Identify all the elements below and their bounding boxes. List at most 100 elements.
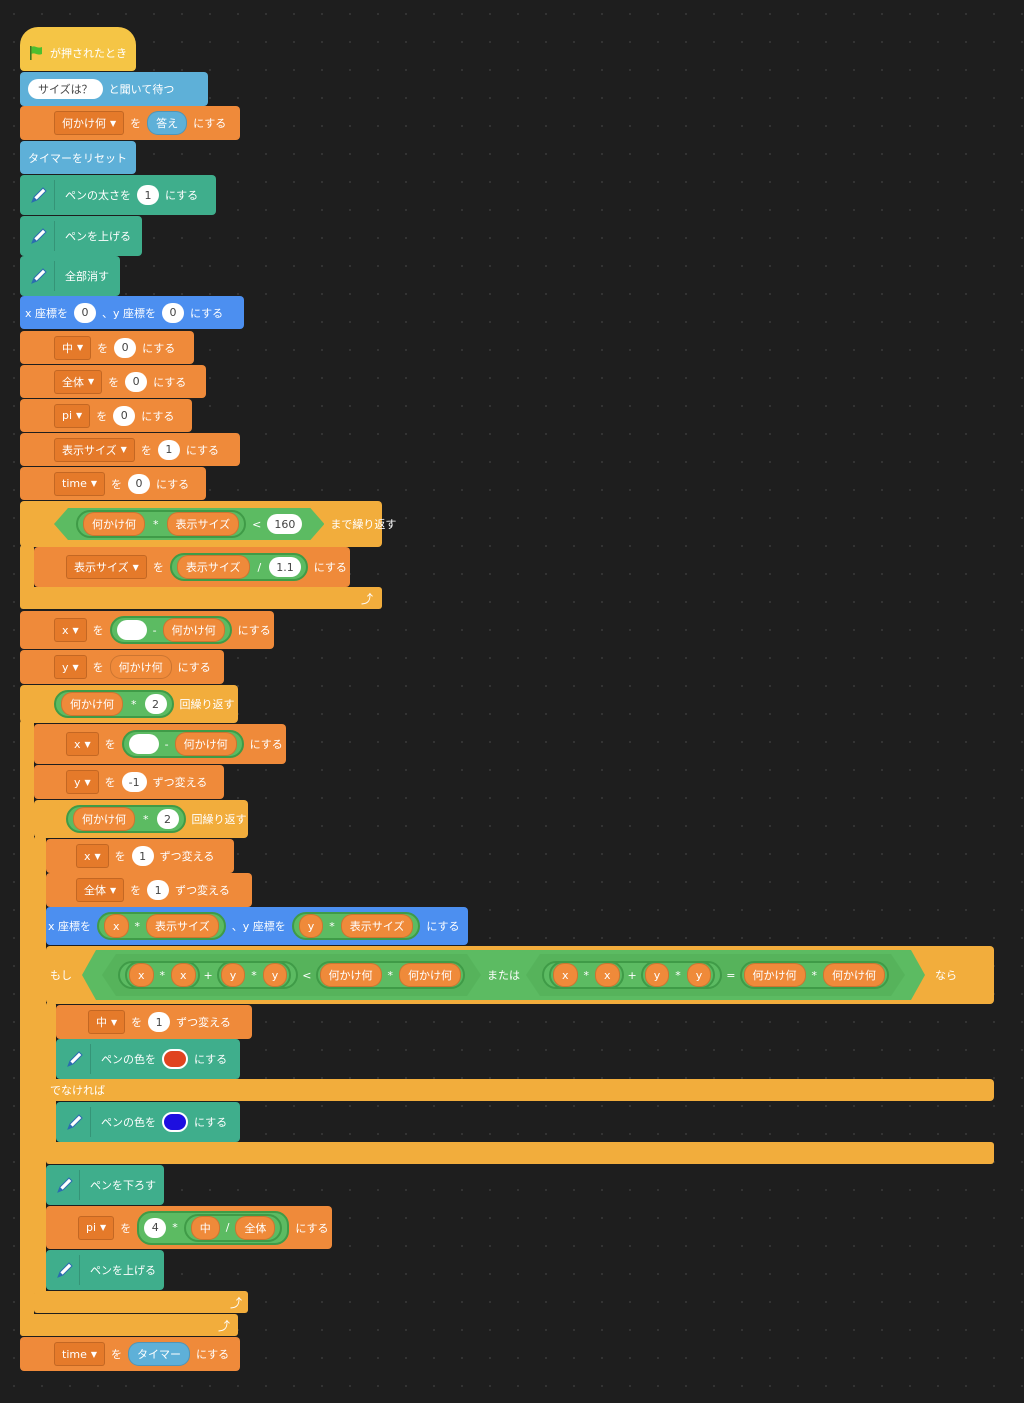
variable-dropdown[interactable]: 中▼ <box>88 1010 126 1034</box>
value-input[interactable]: 1 <box>147 880 170 900</box>
set-variable-block[interactable]: 表示サイズ▼ を 表示サイズ / 1.1 にする <box>34 547 350 587</box>
erase-all-block[interactable]: 全部消す <box>20 256 120 296</box>
set-pen-size-block[interactable]: ペンの太さを 1 にする <box>20 175 216 215</box>
value-input[interactable]: 2 <box>156 809 179 829</box>
variable-dropdown[interactable]: 表示サイズ▼ <box>66 555 147 579</box>
variable-reporter[interactable]: 何かけ何 <box>109 655 172 679</box>
set-pen-color-block[interactable]: ペンの色を にする <box>56 1102 240 1142</box>
variable-dropdown[interactable]: pi▼ <box>78 1215 115 1240</box>
if-else-block[interactable]: もし x * x + y * y < 何かけ何 * 何かけ何 <box>46 946 994 1004</box>
variable-dropdown[interactable]: 何かけ何▼ <box>54 111 125 135</box>
variable-dropdown[interactable]: 全体▼ <box>54 369 103 394</box>
value-input[interactable]: 1 <box>131 846 154 866</box>
equals-operator[interactable]: x * x + y * y = 何かけ何 * 何かけ何 <box>526 954 905 996</box>
variable-reporter[interactable]: 何かけ何 <box>320 963 382 987</box>
set-variable-block[interactable]: y▼ を 何かけ何 にする <box>20 650 224 684</box>
pen-size-input[interactable]: 1 <box>137 185 159 205</box>
multiply-operator[interactable]: x * x <box>125 961 200 989</box>
variable-reporter[interactable]: y <box>687 963 712 987</box>
color-swatch-red[interactable] <box>162 1049 188 1069</box>
color-swatch-blue[interactable] <box>162 1112 188 1132</box>
multiply-operator[interactable]: y * y <box>641 961 716 989</box>
repeat-block[interactable]: 何かけ何 * 2 回繰り返す <box>20 685 238 723</box>
set-variable-block[interactable]: 表示サイズ▼ を 1 にする <box>20 433 240 466</box>
multiply-operator[interactable]: 何かけ何 * 2 <box>54 690 174 718</box>
value-input[interactable]: 0 <box>114 337 137 358</box>
multiply-operator[interactable]: 何かけ何 * 表示サイズ <box>76 510 246 538</box>
multiply-operator[interactable]: x * x <box>549 961 624 989</box>
ask-and-wait-block[interactable]: サイズは？ と聞いて待つ <box>20 72 208 106</box>
timer-reporter[interactable]: タイマー <box>128 1342 191 1366</box>
variable-reporter[interactable]: 何かけ何 <box>73 807 135 831</box>
change-variable-block[interactable]: 全体▼ を 1 ずつ変える <box>46 873 252 907</box>
variable-dropdown[interactable]: x▼ <box>54 618 87 642</box>
set-variable-block[interactable]: time▼ を タイマー にする <box>20 1337 240 1371</box>
value-input[interactable]: 0 <box>128 473 151 494</box>
empty-input[interactable] <box>116 620 147 640</box>
multiply-operator[interactable]: 何かけ何 * 何かけ何 <box>316 961 466 989</box>
value-input[interactable]: 0 <box>113 405 136 426</box>
variable-dropdown[interactable]: y▼ <box>54 655 87 679</box>
variable-dropdown[interactable]: 中▼ <box>54 335 92 360</box>
variable-reporter[interactable]: 何かけ何 <box>399 963 461 987</box>
set-variable-block[interactable]: time▼ を 0 にする <box>20 467 206 500</box>
answer-reporter[interactable]: 答え <box>147 111 188 135</box>
value-input[interactable]: 1 <box>157 439 180 460</box>
multiply-operator[interactable]: 何かけ何 * 2 <box>66 805 186 833</box>
variable-reporter[interactable]: y <box>263 963 288 987</box>
x-input[interactable]: 0 <box>74 302 97 323</box>
variable-reporter[interactable]: x <box>553 963 578 987</box>
subtract-operator[interactable]: - 何かけ何 <box>121 730 244 758</box>
pen-up-block[interactable]: ペンを上げる <box>46 1250 164 1290</box>
divide-operator[interactable]: 中 / 全体 <box>183 1213 283 1242</box>
variable-reporter[interactable]: y <box>645 963 670 987</box>
variable-reporter[interactable]: 表示サイズ <box>176 555 250 579</box>
divide-operator[interactable]: 表示サイズ / 1.1 <box>169 553 308 581</box>
go-to-xy-block[interactable]: x 座標を x * 表示サイズ 、y 座標を y * 表示サイズ にする <box>46 907 468 945</box>
change-variable-block[interactable]: x▼ を 1 ずつ変える <box>46 839 234 873</box>
set-variable-block[interactable]: 何かけ何▼ を 答え にする <box>20 106 240 140</box>
variable-reporter[interactable]: 中 <box>190 1215 220 1240</box>
set-variable-block[interactable]: pi▼ を 0 にする <box>20 399 192 432</box>
y-input[interactable]: 0 <box>162 302 185 323</box>
variable-reporter[interactable]: 表示サイズ <box>146 914 219 938</box>
set-variable-block[interactable]: pi▼ を 4 * 中 / 全体 にする <box>46 1206 332 1249</box>
variable-reporter[interactable]: x <box>595 963 620 987</box>
variable-dropdown[interactable]: time▼ <box>54 1342 106 1366</box>
multiply-operator[interactable]: 何かけ何 * 何かけ何 <box>740 961 890 989</box>
repeat-until-block[interactable]: 何かけ何 * 表示サイズ < 160 まで繰り返す <box>20 501 396 547</box>
multiply-operator[interactable]: x * 表示サイズ <box>97 912 226 940</box>
variable-reporter[interactable]: x <box>171 963 196 987</box>
subtract-operator[interactable]: - 何かけ何 <box>109 616 232 644</box>
or-operator[interactable]: x * x + y * y < 何かけ何 * 何かけ何 または <box>82 950 925 1000</box>
multiply-operator[interactable]: 4 * 中 / 全体 <box>137 1210 290 1245</box>
variable-reporter[interactable]: 表示サイズ <box>340 914 414 938</box>
variable-dropdown[interactable]: y▼ <box>66 770 99 794</box>
variable-reporter[interactable]: 全体 <box>235 1215 276 1240</box>
variable-reporter[interactable]: 表示サイズ <box>167 512 240 536</box>
set-variable-block[interactable]: x▼ を - 何かけ何 にする <box>20 611 274 649</box>
less-than-operator[interactable]: 何かけ何 * 表示サイズ < 160 <box>54 508 324 540</box>
variable-dropdown[interactable]: x▼ <box>66 732 99 756</box>
reset-timer-block[interactable]: タイマーをリセット <box>20 141 136 174</box>
change-variable-block[interactable]: 中▼ を 1 ずつ変える <box>56 1005 252 1039</box>
variable-dropdown[interactable]: pi▼ <box>54 403 91 428</box>
variable-reporter[interactable]: 何かけ何 <box>61 692 123 716</box>
value-input[interactable]: 1.1 <box>269 557 301 577</box>
pen-up-block[interactable]: ペンを上げる <box>20 216 142 256</box>
variable-dropdown[interactable]: 表示サイズ▼ <box>54 437 135 462</box>
set-pen-color-block[interactable]: ペンの色を にする <box>56 1039 240 1079</box>
less-than-operator[interactable]: x * x + y * y < 何かけ何 * 何かけ何 <box>102 954 481 996</box>
variable-reporter[interactable]: x <box>104 914 129 938</box>
variable-reporter[interactable]: 何かけ何 <box>162 618 225 642</box>
variable-reporter[interactable]: 何かけ何 <box>174 732 237 756</box>
variable-reporter[interactable]: 何かけ何 <box>744 963 806 987</box>
when-flag-clicked-block[interactable]: が押されたとき <box>20 27 136 71</box>
value-input[interactable]: 2 <box>144 694 167 714</box>
variable-reporter[interactable]: y <box>298 914 324 938</box>
variable-reporter[interactable]: y <box>221 963 246 987</box>
multiply-operator[interactable]: y * y <box>217 961 292 989</box>
pen-down-block[interactable]: ペンを下ろす <box>46 1165 164 1205</box>
change-variable-block[interactable]: y▼ を -1 ずつ変える <box>34 765 224 799</box>
repeat-block[interactable]: 何かけ何 * 2 回繰り返す <box>34 800 248 838</box>
